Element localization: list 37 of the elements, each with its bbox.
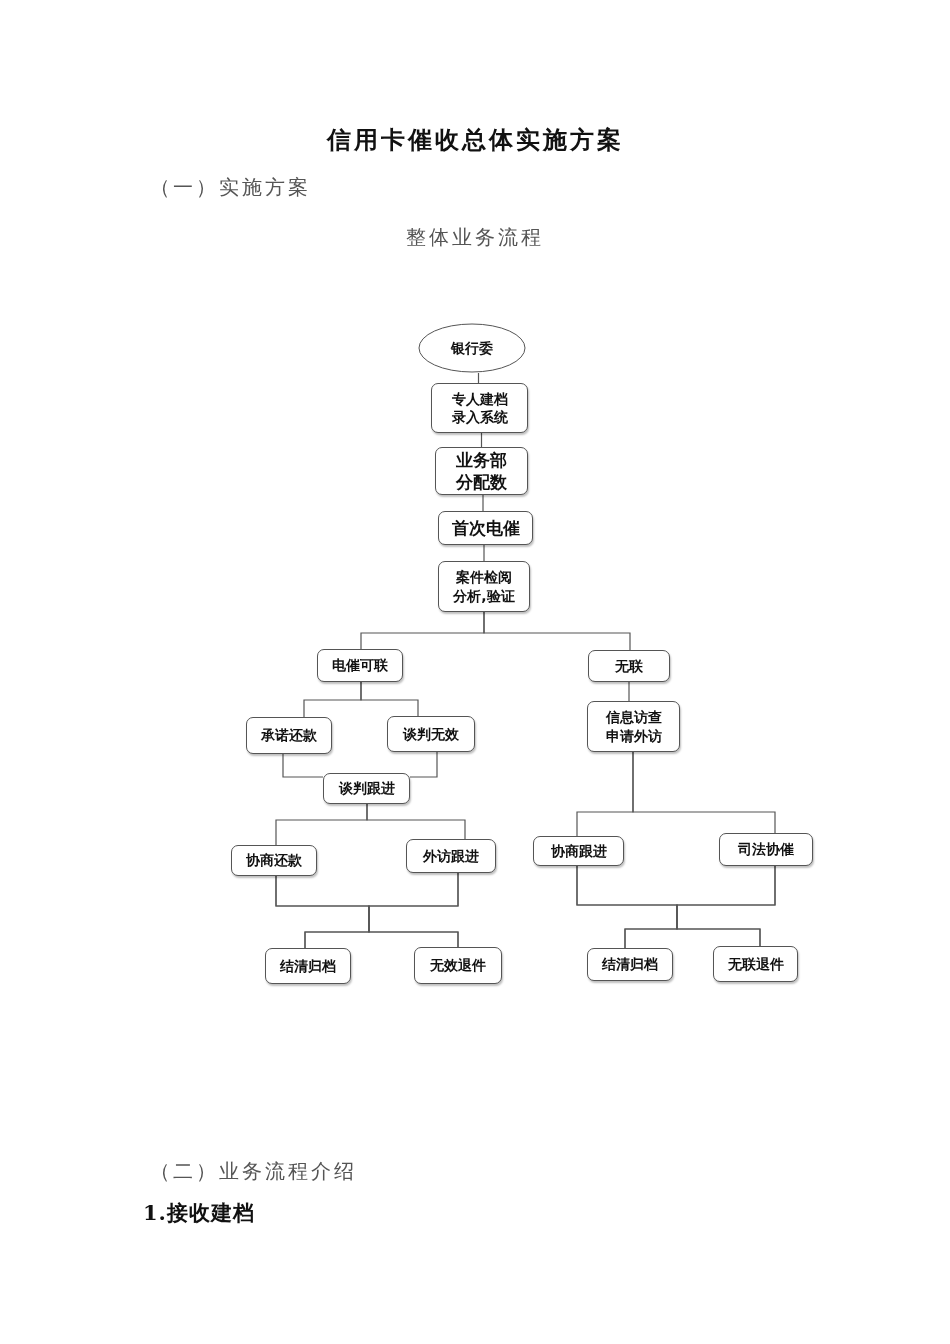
connector-line <box>360 681 419 717</box>
process-box: 信息访查申请外访 <box>587 701 680 752</box>
connector-line <box>483 544 485 562</box>
process-box: 谈判无效 <box>387 716 475 752</box>
connector-line <box>482 494 484 512</box>
process-box: 外访跟进 <box>406 839 496 873</box>
connector-line <box>480 432 483 448</box>
process-box: 无联退件 <box>713 946 798 982</box>
connector-line <box>477 372 480 384</box>
process-box: 结清归档 <box>265 948 351 984</box>
process-box: 结清归档 <box>587 948 673 981</box>
connector-line <box>366 803 466 840</box>
connector-line <box>632 751 776 834</box>
process-box: 谈判跟进 <box>323 773 410 804</box>
process-box: 无效退件 <box>414 947 502 984</box>
connector-line <box>409 751 438 778</box>
ellipse-node: 银行委 <box>418 323 526 373</box>
process-box: 协商还款 <box>231 845 317 876</box>
process-box: 承诺还款 <box>246 717 332 754</box>
process-box: 协商跟进 <box>533 836 624 866</box>
process-box: 案件检阅分析,验证 <box>438 561 530 612</box>
connector-line <box>628 681 630 702</box>
diagram-heading: 整体业务流程 <box>406 224 544 251</box>
connector-line <box>368 872 459 948</box>
process-box: 司法协催 <box>719 833 813 866</box>
section-heading: （一）实施方案 <box>150 174 311 201</box>
process-box: 首次电催 <box>438 511 533 545</box>
process-box: 电催可联 <box>317 649 403 682</box>
connector-line <box>676 865 776 947</box>
section-heading: （二）业务流程介绍 <box>150 1158 357 1185</box>
connector-line <box>282 753 324 778</box>
process-box: 无联 <box>588 650 670 682</box>
process-box: 专人建档录入系统 <box>431 383 528 433</box>
connector-line <box>483 611 631 651</box>
subsection-heading: 1.接收建档 <box>143 1199 255 1227</box>
page-title: 信用卡催收总体实施方案 <box>326 124 624 156</box>
process-box: 业务部分配数 <box>435 447 528 495</box>
